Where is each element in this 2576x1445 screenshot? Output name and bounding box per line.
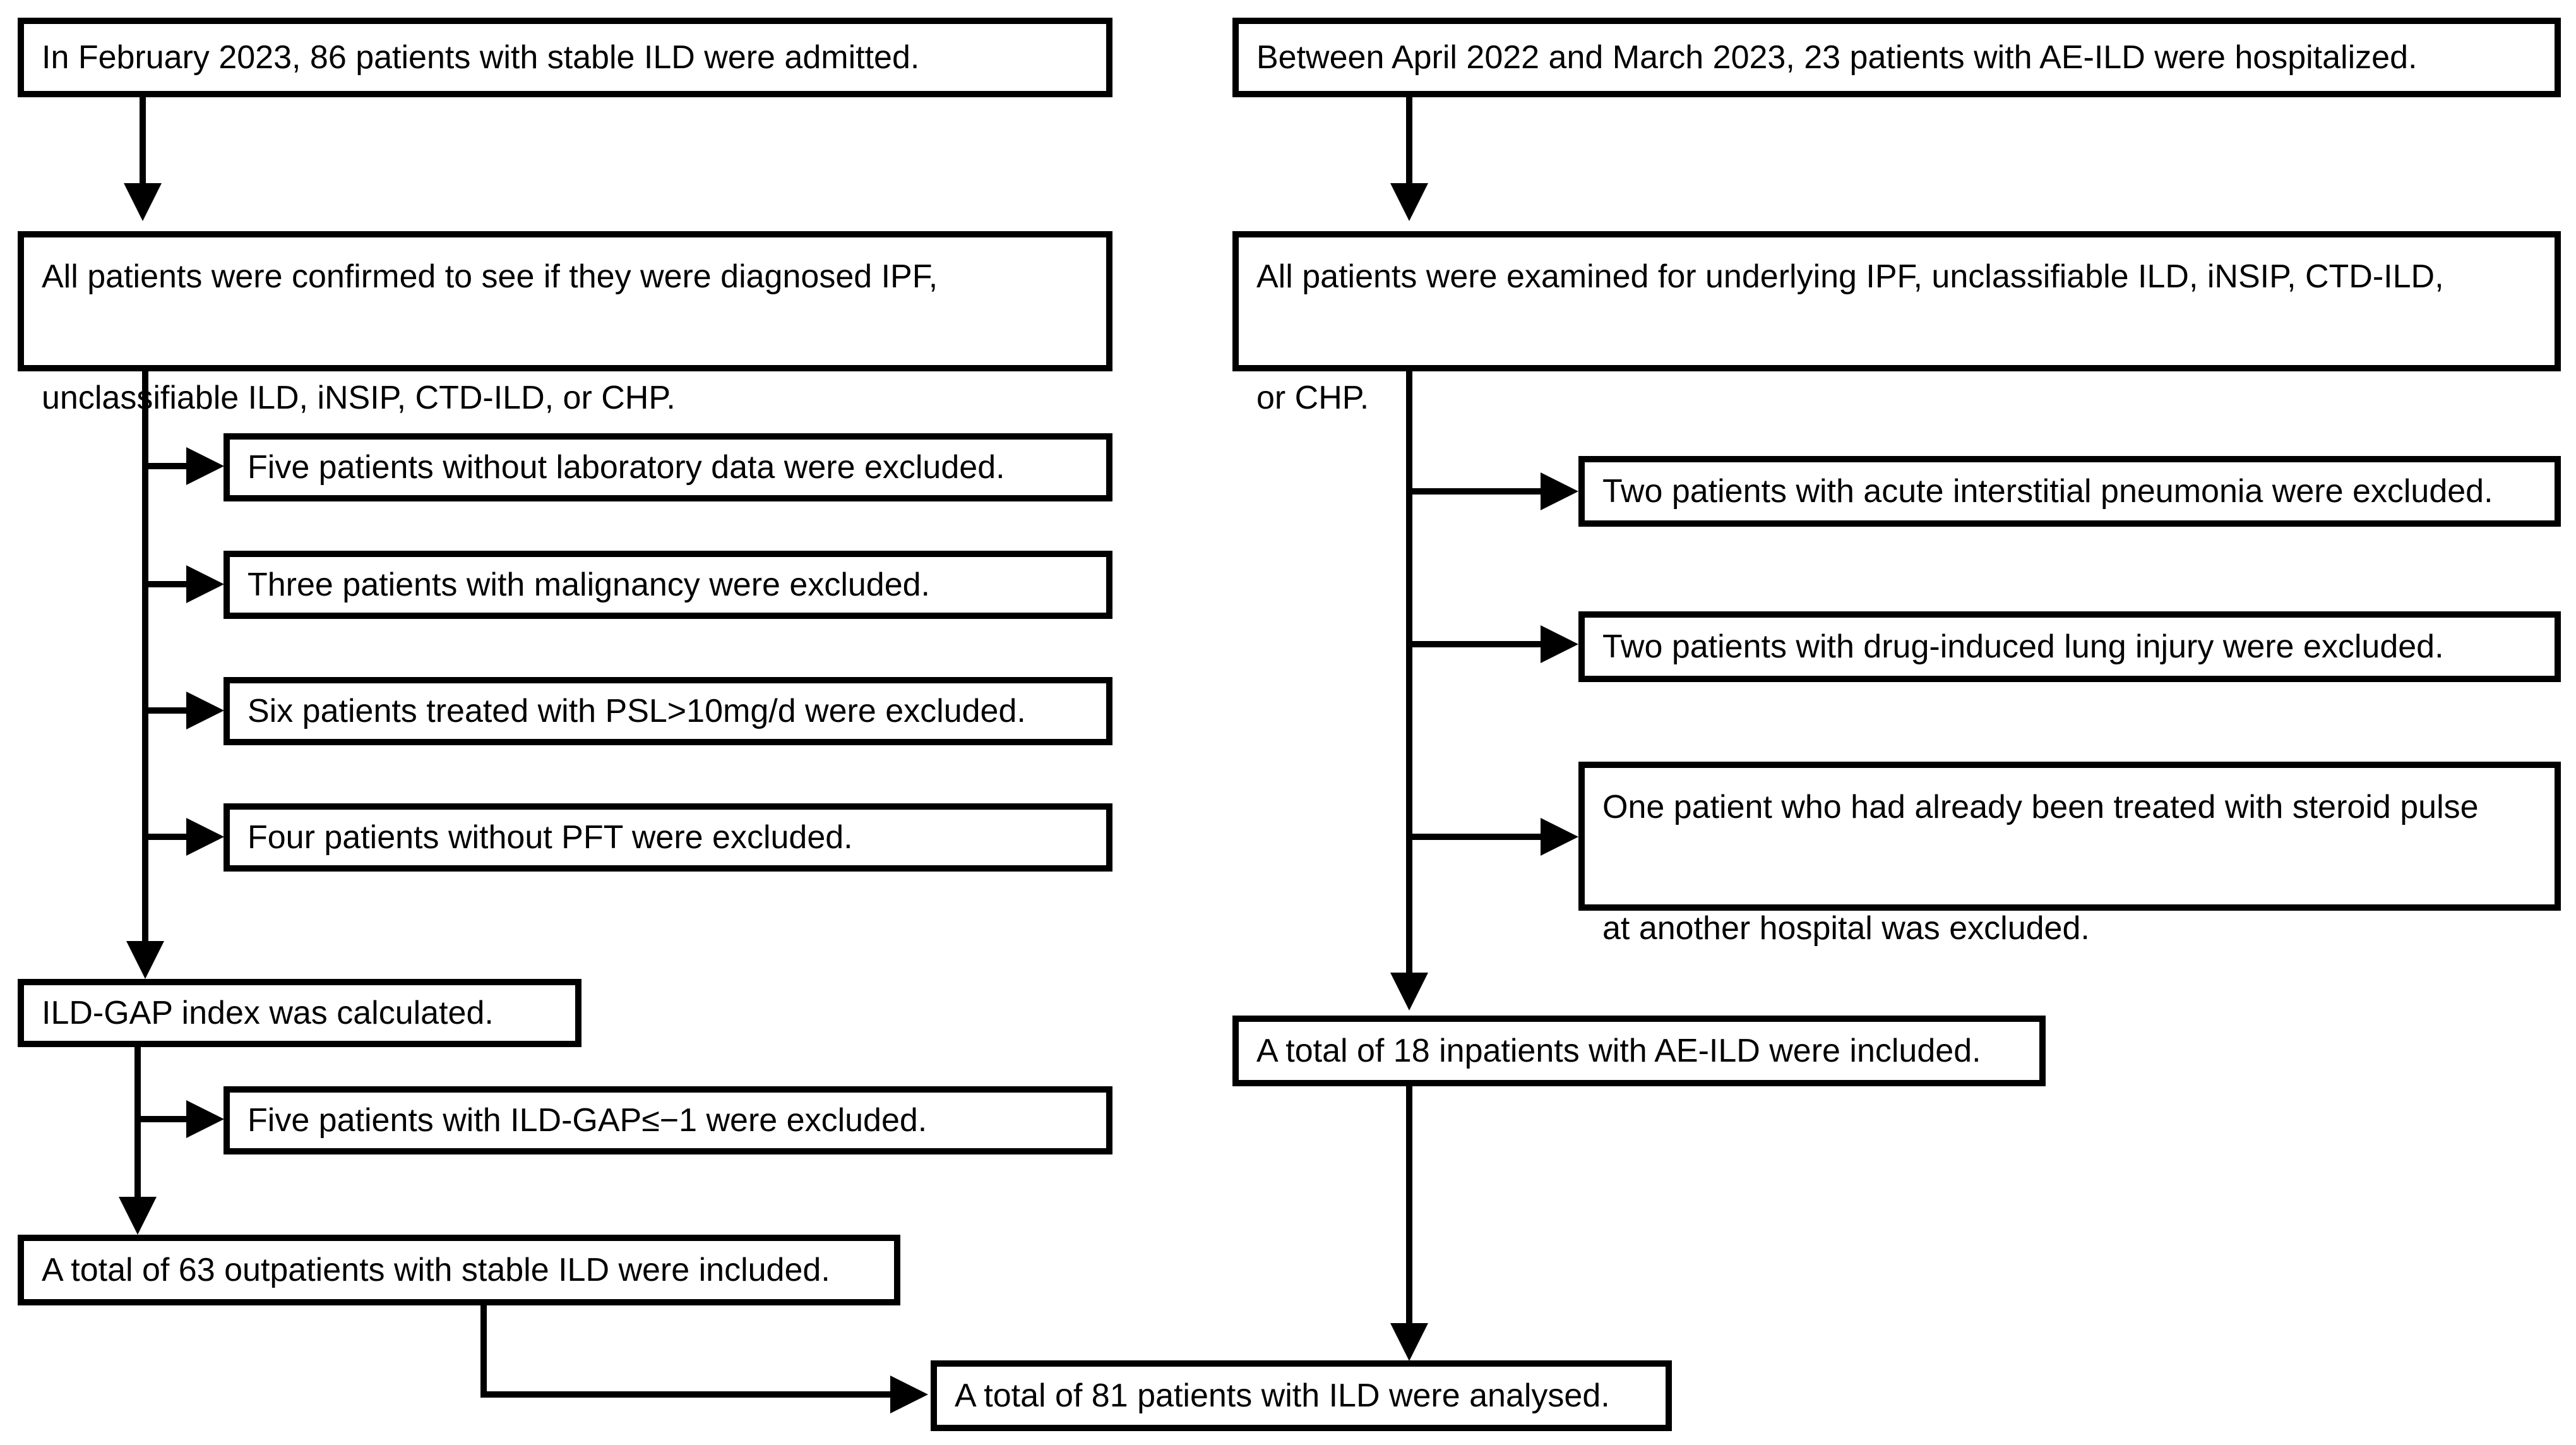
right-examine-line2: or CHP. [1256,380,1369,416]
arrow-left-total-to-final [480,1302,928,1413]
right-total-box: A total of 18 inpatients with AE-ILD wer… [1232,1016,2046,1086]
right-examine-line1: All patients were examined for underlyin… [1256,258,2444,295]
left-exclusion-text-1: Five patients without laboratory data we… [247,449,1005,486]
right-exclusion-text-1: Two patients with acute interstitial pne… [1602,473,2493,510]
left-total-box: A total of 63 outpatients with stable IL… [18,1235,900,1305]
left-gap-text: ILD-GAP index was calculated. [42,995,494,1031]
left-confirm-line1: All patients were confirmed to see if th… [42,258,938,295]
left-exclusion-box-5: Five patients with ILD-GAP≤−1 were exclu… [224,1086,1112,1154]
right-start-box: Between April 2022 and March 2023, 23 pa… [1232,18,2561,97]
right-exclusion-text-3-line1: One patient who had already been treated… [1602,789,2479,825]
left-exclusion-text-2: Three patients with malignancy were excl… [247,567,931,603]
left-exclusion-text-5: Five patients with ILD-GAP≤−1 were exclu… [247,1102,927,1139]
right-exclusion-box-1: Two patients with acute interstitial pne… [1578,456,2561,527]
right-total-text: A total of 18 inpatients with AE-ILD wer… [1256,1033,1981,1069]
left-exclusion-text-3: Six patients treated with PSL>10mg/d wer… [247,693,1026,729]
left-confirm-line2: unclassifiable ILD, iNSIP, CTD-ILD, or C… [42,380,676,416]
left-gap-box: ILD-GAP index was calculated. [18,979,581,1047]
left-exclusion-box-3: Six patients treated with PSL>10mg/d wer… [224,677,1112,745]
right-start-text: Between April 2022 and March 2023, 23 pa… [1256,39,2418,76]
right-examine-box: All patients were examined for underlyin… [1232,231,2561,416]
left-exclusion-text-4: Four patients without PFT were excluded. [247,819,853,856]
left-total-text: A total of 63 outpatients with stable IL… [42,1252,830,1288]
right-exclusion-text-2: Two patients with drug-induced lung inju… [1602,628,2444,665]
left-exclusion-box-1: Five patients without laboratory data we… [224,433,1112,501]
left-start-box: In February 2023, 86 patients with stabl… [18,18,1112,97]
right-exclusion-text-3-line2: at another hospital was excluded. [1602,910,2090,947]
final-box: A total of 81 patients with ILD were ana… [931,1360,1672,1431]
left-start-text: In February 2023, 86 patients with stabl… [42,39,920,76]
left-exclusion-box-4: Four patients without PFT were excluded. [224,803,1112,872]
right-exclusion-box-3: One patient who had already been treated… [1578,762,2561,947]
left-confirm-box: All patients were confirmed to see if th… [18,231,1112,416]
left-exclusion-box-2: Three patients with malignancy were excl… [224,551,1112,619]
final-text: A total of 81 patients with ILD were ana… [955,1377,1610,1414]
right-exclusion-box-2: Two patients with drug-induced lung inju… [1578,611,2561,682]
